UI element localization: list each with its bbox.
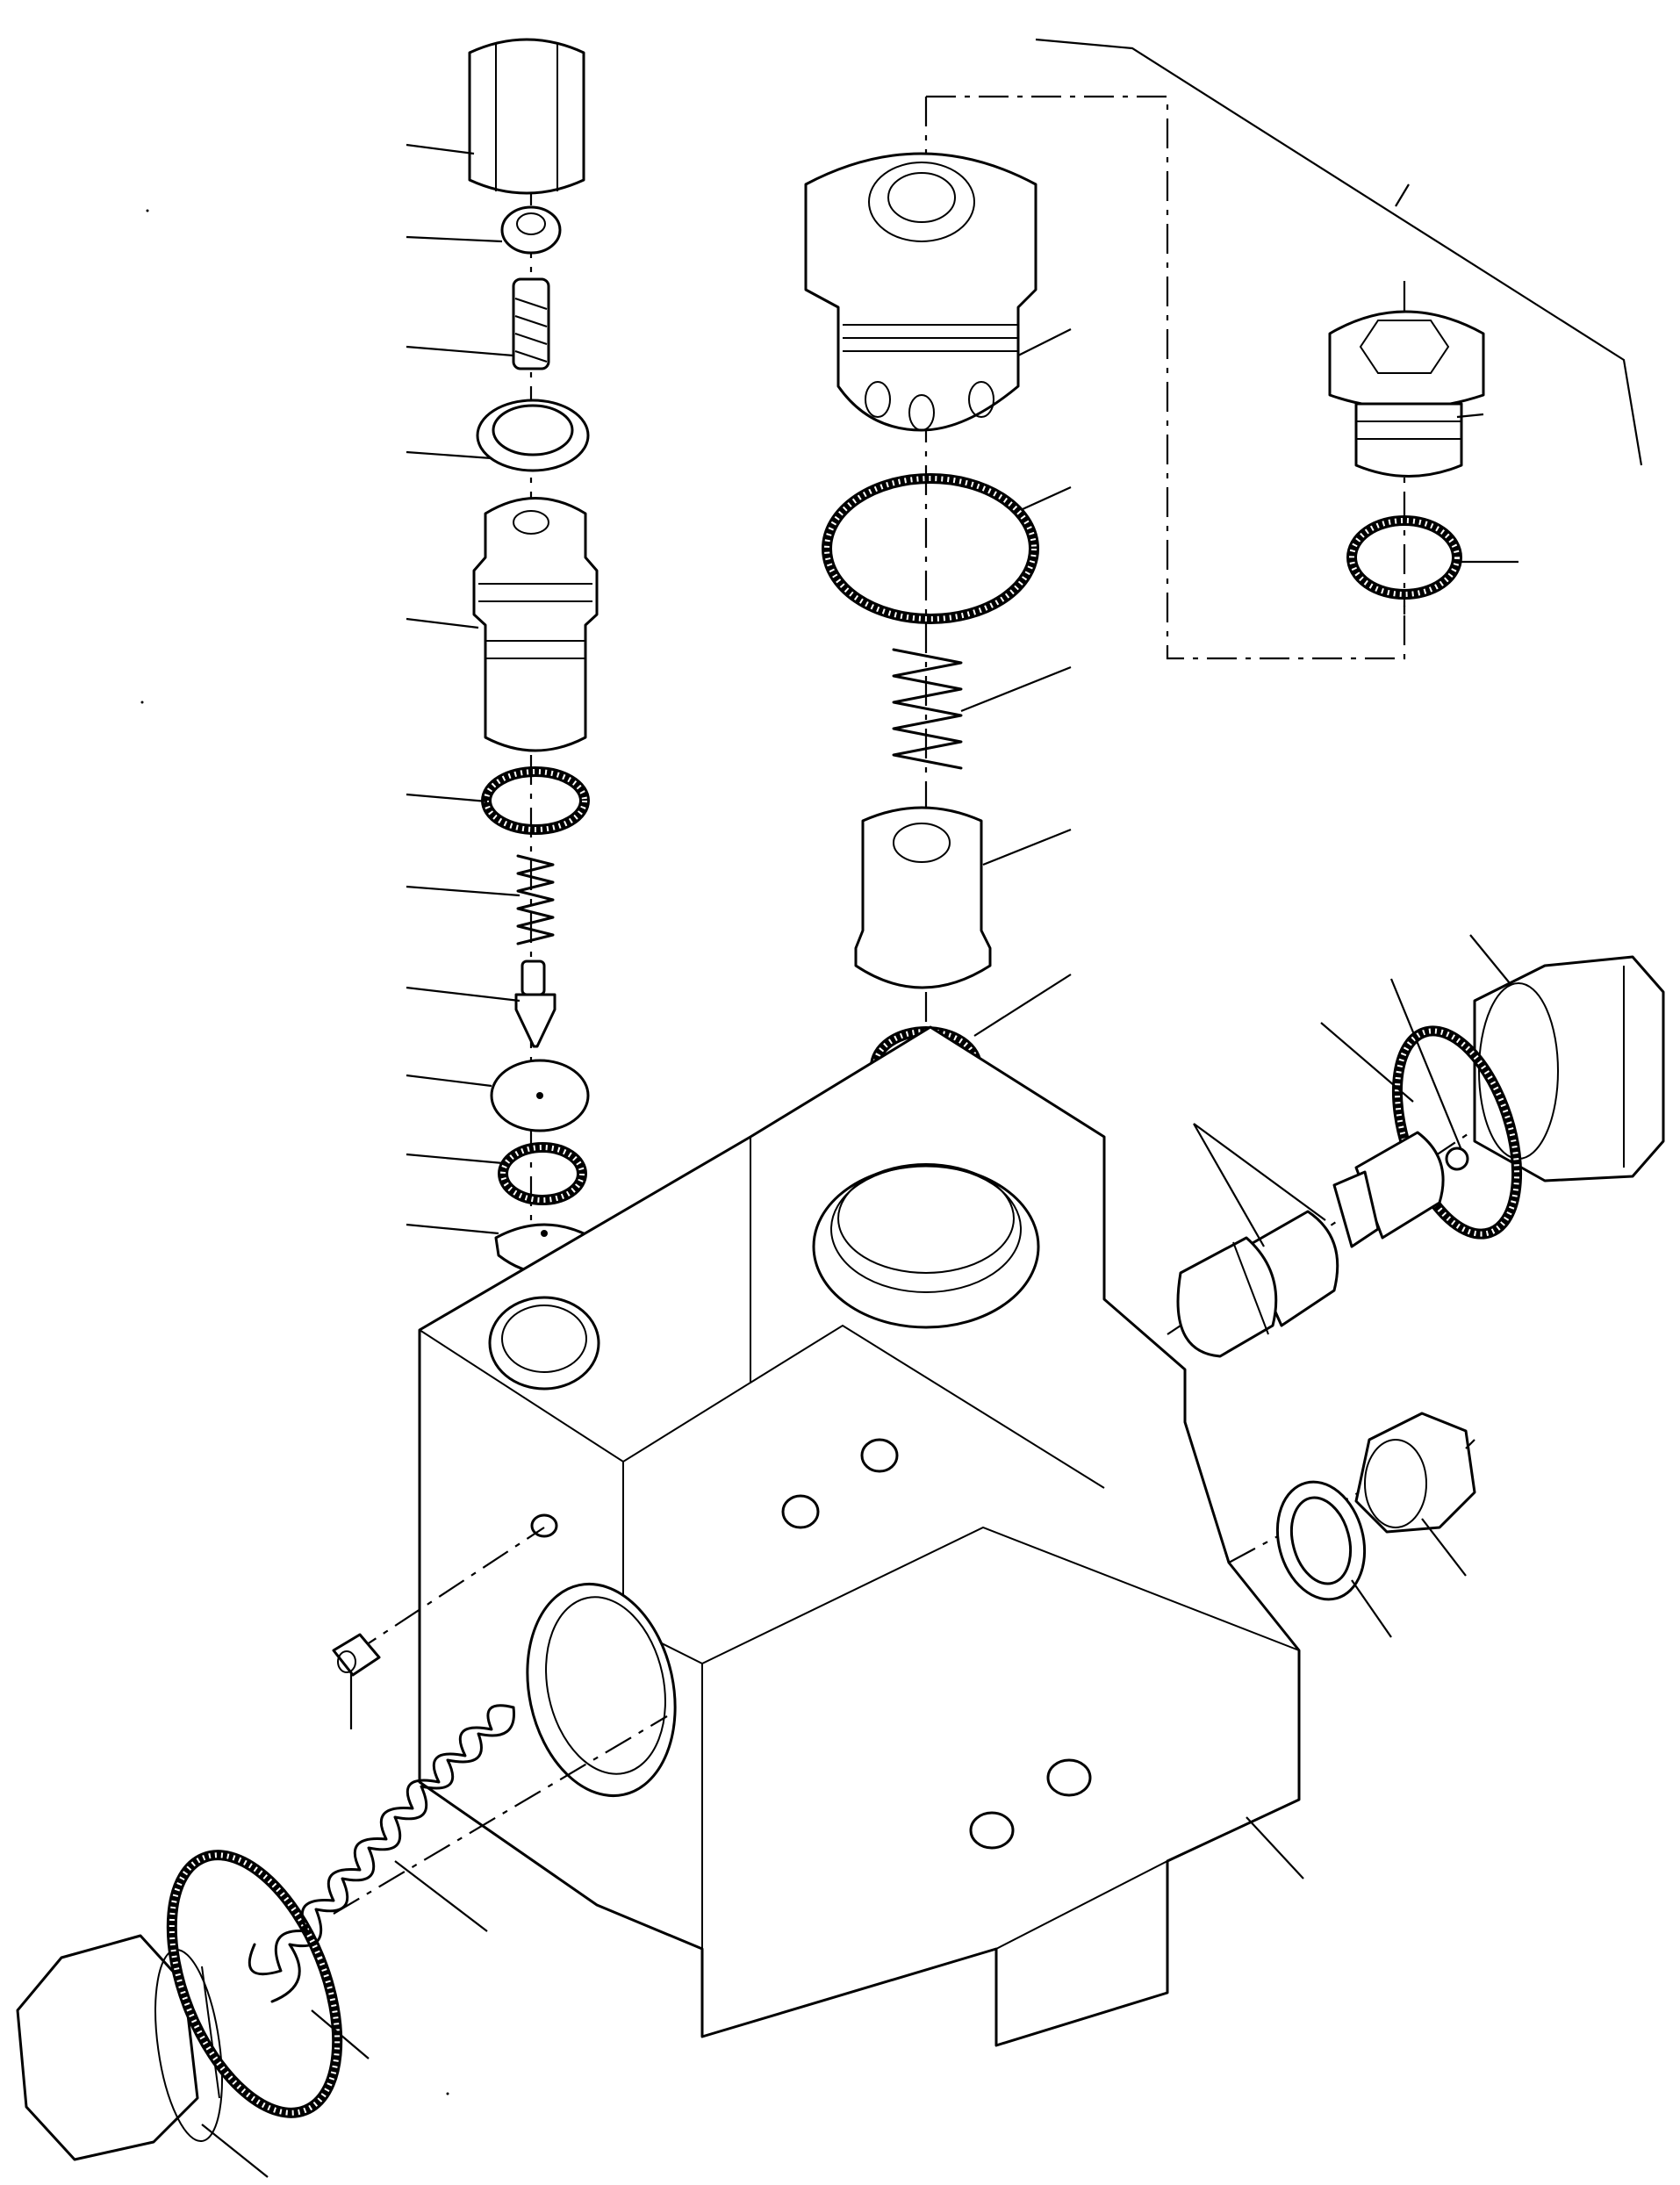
pilot-valve-stack [468,38,599,1317]
valve-cap-housing [804,152,1037,432]
orifice-disc-upper [490,1059,590,1132]
cap-nut [468,38,585,195]
hex-plug [1354,1412,1476,1534]
large-o-ring [822,473,1039,624]
stray-marks [140,209,449,2095]
flat-washer [1275,1480,1367,1601]
o-ring-middle [498,1142,587,1205]
side-piston [1176,1210,1339,1358]
leader-lines [201,38,1643,2178]
lower-left-group [16,1704,668,2161]
end-cap [16,1934,223,2161]
body-outline [418,1025,1301,2047]
body-side-port [526,1582,677,1798]
drain-plug-group [926,95,1485,660]
side-spool [1332,1131,1469,1248]
side-plug-group [1228,1412,1476,1601]
valve-body [418,1025,1301,2047]
body-pilot-port [488,1296,600,1391]
adjusting-screw [512,277,550,370]
set-screw [332,1527,545,1677]
side-valve-group [1167,955,1665,1358]
bracket-line [926,95,1406,660]
body-top-port [812,1163,1040,1329]
end-cap-seal [166,1850,343,2118]
o-ring-upper [481,766,590,835]
lock-nut [500,205,562,255]
body-bolt-holes [781,1438,1092,1850]
valve-seat-body [472,497,599,752]
socket-head-plug [1328,310,1485,478]
main-poppet [854,806,992,989]
poppet-needle [514,960,556,1048]
washer-ring [476,399,590,472]
large-spring [248,1704,515,2003]
plug-o-ring [1346,515,1462,600]
side-cap [1473,955,1665,1182]
small-spring [516,854,555,945]
main-spring [892,648,963,770]
